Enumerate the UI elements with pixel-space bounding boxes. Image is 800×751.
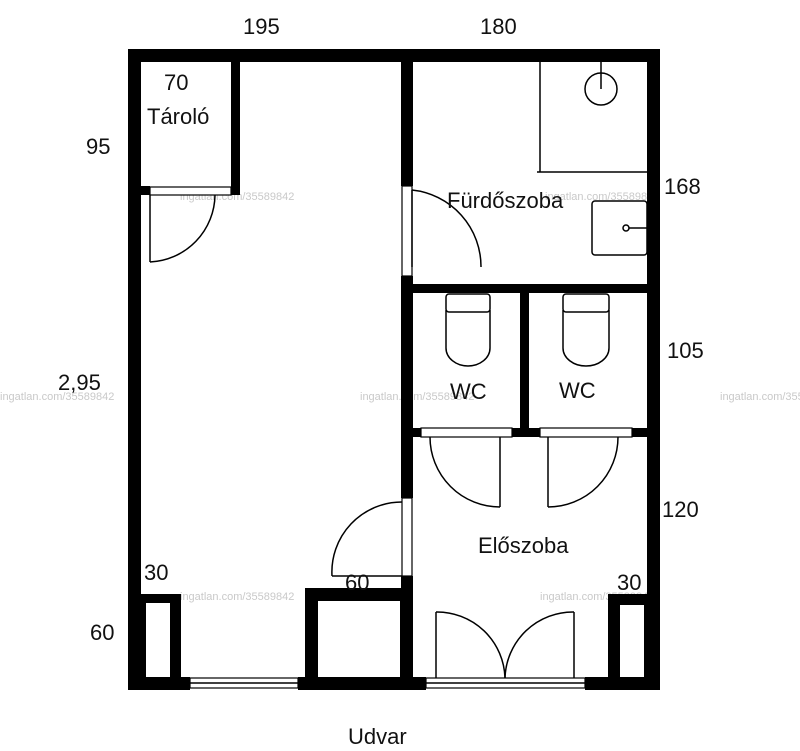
wc-right-door-swing — [547, 436, 619, 508]
doors — [149, 185, 633, 679]
storage-door-post — [141, 186, 150, 195]
room-labels: Tároló Fürdőszoba WC WC Előszoba Udvar — [147, 104, 596, 749]
room-storage: Tároló — [147, 104, 209, 129]
dim-top-right: 180 — [480, 14, 517, 39]
watermark-2: ingatlan.com/35589842 — [545, 191, 659, 203]
dim-bathroom-right: 168 — [664, 174, 701, 199]
bathroom-door-swing — [411, 189, 482, 268]
interior-walls — [137, 60, 660, 690]
entrance-door-right-swing — [504, 611, 575, 679]
bathroom-door-frame — [401, 185, 413, 277]
dim-top-left: 195 — [243, 14, 280, 39]
label-outside: Udvar — [348, 724, 407, 749]
storage-door-frame — [149, 186, 232, 196]
sink-drain — [622, 224, 630, 232]
room-wc-right: WC — [559, 378, 596, 403]
wall-right — [647, 49, 660, 690]
toilet-left-tank — [445, 293, 491, 313]
dim-center-pillar: 60 — [345, 570, 369, 595]
left-pillar-inside — [146, 603, 170, 677]
entrance-door-left-swing — [435, 611, 506, 679]
center-pillar-inside — [318, 601, 400, 677]
fixtures — [445, 50, 648, 367]
room-hall: Előszoba — [478, 533, 569, 558]
dim-storage-width: 70 — [164, 70, 188, 95]
center-wall-upper — [401, 60, 413, 186]
room-door-swing — [331, 501, 403, 577]
watermark-3: ingatlan.com/35589842 — [0, 391, 114, 403]
dim-right-pillar: 30 — [617, 570, 641, 595]
wc-right-door-frame — [539, 427, 633, 438]
watermark-5: ingatlan.com/35589842 — [720, 391, 800, 403]
dim-left-height: 2,95 — [58, 370, 101, 395]
center-wall-middle — [401, 276, 413, 498]
dim-bottom-left: 60 — [90, 620, 114, 645]
room-bathroom: Fürdőszoba — [447, 188, 564, 213]
wc-left-door-swing — [429, 436, 501, 508]
dim-left-pillar: 30 — [144, 560, 168, 585]
toilet-left-bowl — [445, 310, 491, 367]
watermark-6: ingatlan.com/35589842 — [180, 591, 294, 603]
wc-bottom-center — [512, 428, 540, 437]
dim-hall-right: 120 — [662, 497, 699, 522]
storage-wall — [231, 60, 240, 195]
wall-top — [128, 49, 660, 62]
watermark-4: ingatlan.com/35589842 — [360, 391, 474, 403]
dim-storage-height: 95 — [86, 134, 110, 159]
right-pillar-inside — [620, 605, 644, 677]
room-wc-left: WC — [450, 379, 487, 404]
wc-left-door-frame — [420, 427, 513, 438]
room-door-frame — [401, 497, 413, 577]
wc-top-wall — [413, 284, 647, 293]
wc-bottom-left — [413, 428, 421, 437]
watermarks: ingatlan.com/35589842 ingatlan.com/35589… — [0, 191, 800, 603]
toilet-right-tank — [562, 293, 610, 313]
wall-left — [128, 49, 141, 690]
wc-divider — [520, 293, 529, 435]
dim-wc-right: 105 — [667, 338, 704, 363]
wc-bottom-right — [632, 428, 647, 437]
toilet-right-bowl — [562, 310, 610, 367]
dimension-labels: 195 180 70 95 2,95 60 30 60 30 168 105 1… — [58, 14, 704, 645]
storage-door-swing — [149, 194, 216, 263]
